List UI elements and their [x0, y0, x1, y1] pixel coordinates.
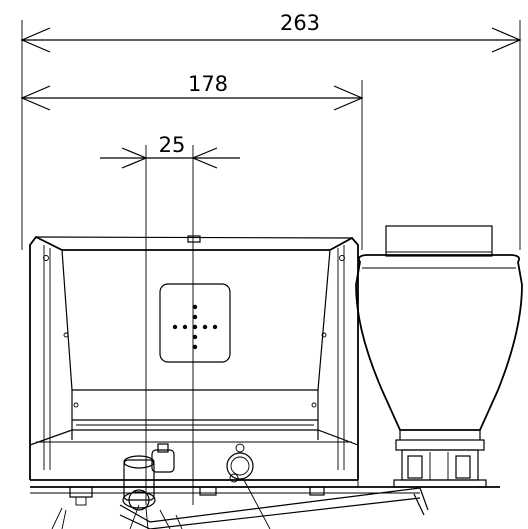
hopper-unit: [355, 225, 523, 488]
bottom-fittings: [51, 443, 429, 529]
dimension-inner-spacing: 25: [100, 133, 240, 505]
dimension-housing-width-label: 178: [188, 72, 228, 96]
dimension-overall-width: 263: [20, 11, 522, 250]
dot-cross-pattern: [172, 304, 218, 350]
dimension-housing-width: 178: [20, 72, 364, 250]
dimension-overall-width-label: 263: [280, 11, 320, 35]
dimension-inner-spacing-label: 25: [159, 133, 186, 157]
main-housing: [29, 235, 500, 506]
center-panel: [159, 283, 231, 363]
